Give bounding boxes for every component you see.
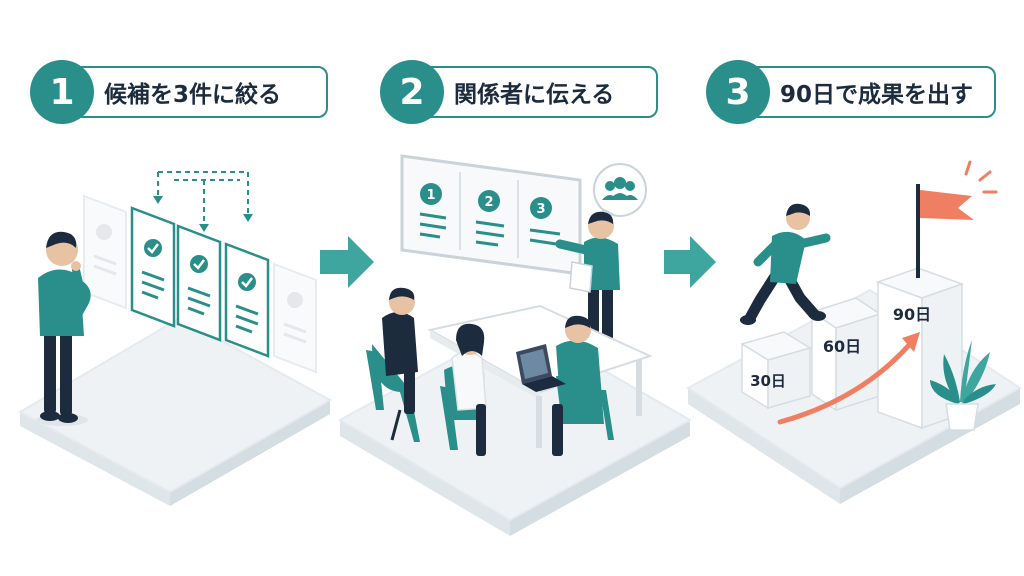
step-2-label: 関係者に伝える	[414, 66, 658, 118]
check-icon	[144, 239, 162, 257]
step-2-number: 2	[380, 60, 444, 124]
plant-icon	[930, 340, 996, 431]
seated-person-right	[516, 315, 614, 456]
board-number-2: 2	[484, 195, 493, 210]
card-selected-1	[130, 206, 176, 328]
laptop-icon	[516, 344, 566, 392]
arrow-right-icon	[664, 236, 716, 288]
flag-icon	[916, 160, 998, 278]
presenter-person	[555, 211, 620, 340]
card-selected-2	[176, 224, 222, 342]
running-person	[740, 203, 831, 325]
whiteboard: 1 2 3	[400, 154, 582, 276]
board-number-3: 3	[536, 202, 545, 217]
thinking-person	[36, 231, 91, 426]
growth-arrow	[777, 332, 920, 425]
card-faded-left	[83, 194, 127, 310]
check-icon	[190, 255, 208, 273]
step-3-label: 90日で成果を出す	[740, 66, 996, 118]
step-1-number: 1	[30, 60, 94, 124]
card-selected-3	[224, 242, 270, 358]
arrow-right-icon	[320, 236, 374, 288]
platform-1	[17, 316, 333, 506]
step-1-label: 候補を3件に絞る	[64, 66, 328, 118]
seated-person-left	[366, 287, 420, 442]
milestone-blocks: 30日 60日 90日	[740, 267, 965, 430]
step-3-number: 3	[706, 60, 770, 124]
board-number-1: 1	[426, 188, 435, 203]
milestone-90-label: 90日	[893, 305, 931, 324]
seated-person-middle	[440, 323, 487, 456]
milestone-60-label: 60日	[823, 337, 861, 356]
candidate-cards	[83, 171, 317, 374]
milestone-30-label: 30日	[750, 372, 786, 390]
check-icon	[238, 273, 256, 291]
card-faded-right	[273, 262, 317, 374]
selection-arrows	[157, 171, 249, 224]
